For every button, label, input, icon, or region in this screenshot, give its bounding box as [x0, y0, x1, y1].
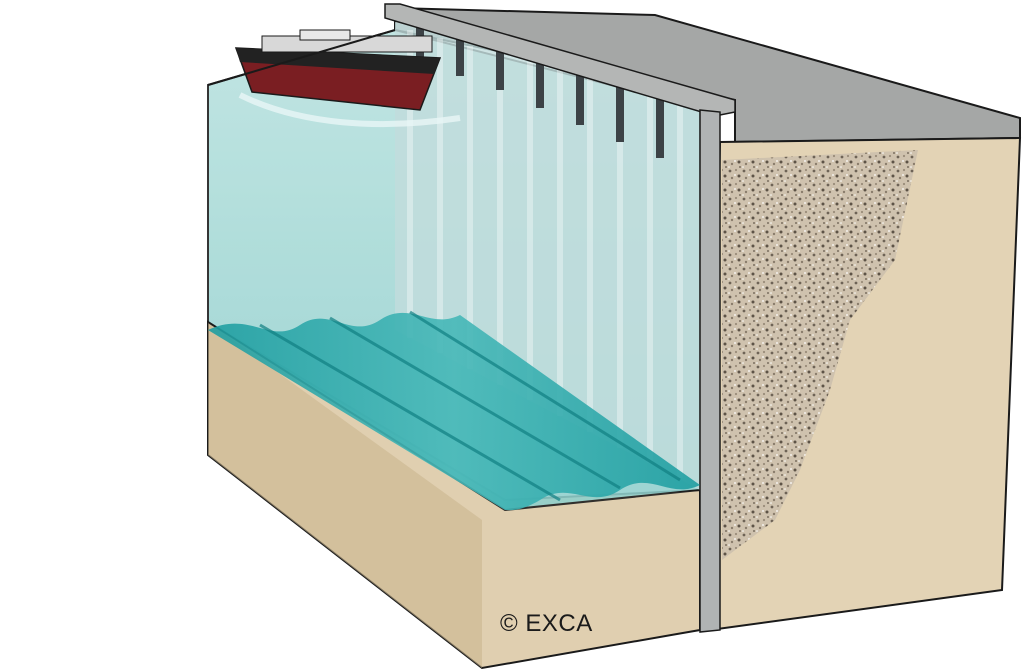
gravel-fill — [722, 150, 918, 560]
water-surface-line — [207, 29, 396, 86]
seabed-soil-side — [208, 322, 482, 668]
capping-beam — [384, 3, 736, 117]
retaining-wall-section — [699, 109, 721, 633]
copyright-label: © EXCA — [500, 610, 593, 637]
ship-icon — [234, 29, 461, 128]
sheet-pile-wall — [395, 22, 700, 490]
seabed-ripples — [208, 310, 700, 511]
